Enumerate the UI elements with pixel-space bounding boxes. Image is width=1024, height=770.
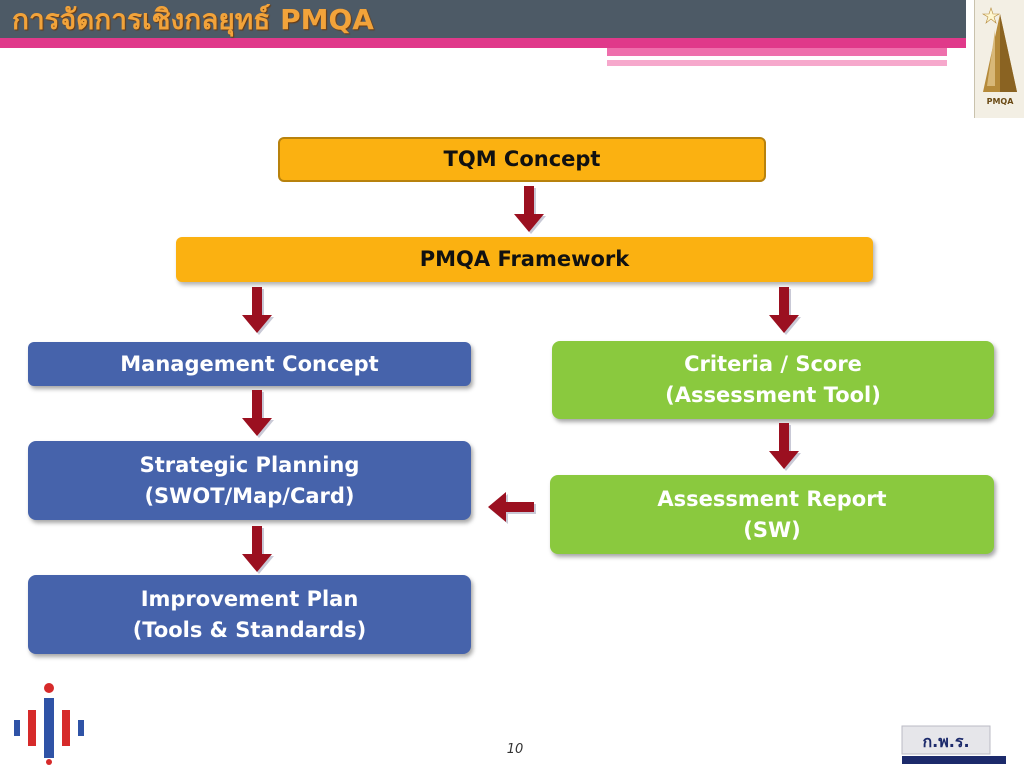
improvement-plan-sublabel: (Tools & Standards) [132,617,367,642]
header-accent-stripe [607,48,947,56]
assessment-report-sublabel: (SW) [743,517,801,542]
tqm-concept-box: TQM Concept [278,137,766,182]
arrow-down-icon [242,390,274,438]
arrow-down-icon [242,287,274,335]
slide-title: การจัดการเชิงกลยุทธ์ PMQA [12,3,374,36]
pmqa-logo-icon: PMQA [981,7,1017,106]
pmqa-logo: PMQA [974,0,1024,118]
tqm-concept-label: TQM Concept [443,147,601,171]
strategic-planning-sublabel: (SWOT/Map/Card) [144,483,355,508]
pmqa-framework-box: PMQA Framework [176,237,873,282]
criteria-score-sublabel: (Assessment Tool) [665,383,881,407]
arrow-down-icon [514,186,546,234]
arrow-down-icon [769,423,801,471]
management-concept-label: Management Concept [120,351,379,376]
page-number: 10 [506,742,524,757]
improvement-plan-label: Improvement Plan [140,586,359,611]
svg-text:ก.พ.ร.: ก.พ.ร. [922,732,969,751]
management-concept-box: Management Concept [28,342,471,386]
header-bar [0,0,966,40]
improvement-plan-box: Improvement Plan (Tools & Standards) [28,575,471,654]
opdc-emblem-icon: ก.พ.ร. [900,716,1012,766]
header-accent-stripe-light [607,60,947,66]
strategic-planning-box: Strategic Planning (SWOT/Map/Card) [28,441,471,520]
svg-text:PMQA: PMQA [987,97,1015,106]
criteria-score-label: Criteria / Score [684,352,862,376]
criteria-score-box: Criteria / Score (Assessment Tool) [552,341,994,419]
header-pink-stripe [0,38,966,48]
assessment-report-box: Assessment Report (SW) [550,475,994,554]
arrow-down-icon [242,526,274,574]
pmqa-framework-label: PMQA Framework [419,247,630,271]
arrow-left-icon [488,492,536,524]
assessment-report-label: Assessment Report [657,486,887,511]
org-emblem-icon [14,683,84,765]
organization-logo [4,680,94,766]
opdc-logo: ก.พ.ร. [900,716,1012,766]
arrow-down-icon [769,287,801,335]
strategic-planning-label: Strategic Planning [139,452,360,477]
